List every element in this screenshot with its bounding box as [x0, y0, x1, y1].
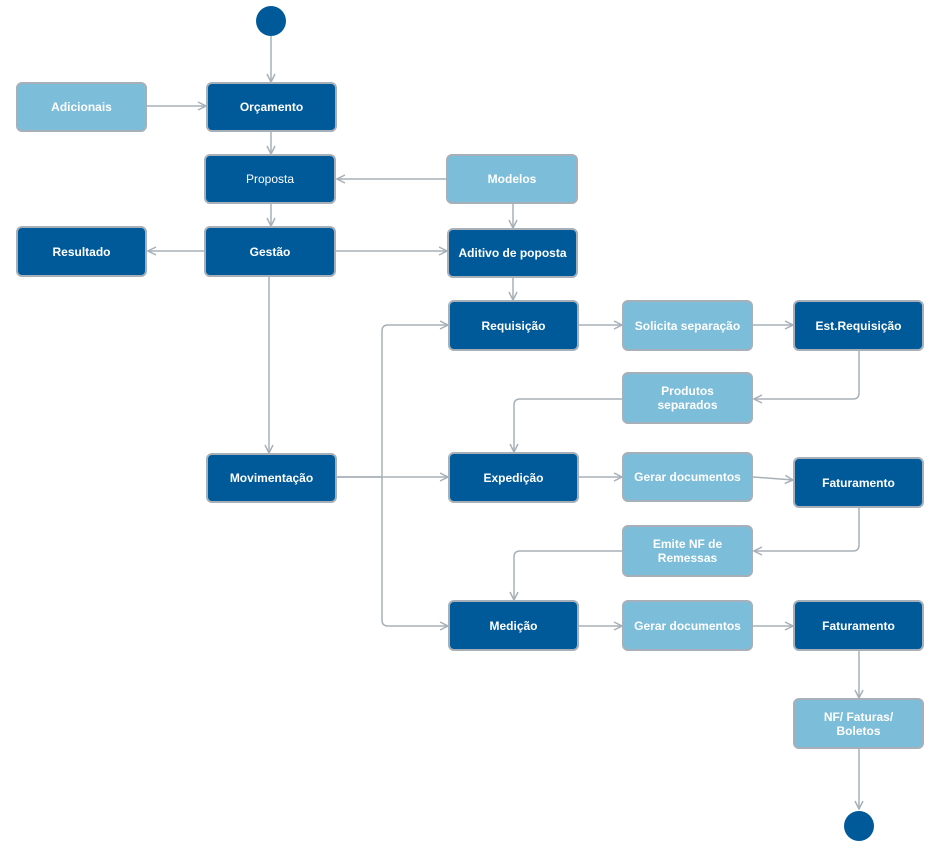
node-aditivo[interactable]: Aditivo de poposta	[447, 228, 578, 278]
node-solicita-separacao[interactable]: Solicita separação	[622, 300, 753, 351]
node-orcamento[interactable]: Orçamento	[206, 82, 337, 132]
start-node	[256, 6, 286, 36]
node-movimentacao[interactable]: Movimentação	[206, 453, 337, 503]
connector-movimentacao-requisicao	[337, 325, 448, 478]
end-node	[844, 811, 874, 841]
node-faturamento-1[interactable]: Faturamento	[793, 457, 924, 508]
node-expedicao[interactable]: Expedição	[448, 452, 579, 503]
connector-faturamento-emite	[754, 507, 860, 551]
node-medicao[interactable]: Medição	[448, 600, 579, 651]
node-gerar-documentos-1[interactable]: Gerar documentos	[622, 452, 753, 502]
connector-gerar-faturamento	[752, 477, 793, 480]
node-gestao[interactable]: Gestão	[204, 226, 336, 277]
connector-est-produtos	[754, 351, 860, 399]
node-resultado[interactable]: Resultado	[16, 226, 147, 277]
node-nf-faturas-boletos[interactable]: NF/ Faturas/ Boletos	[793, 698, 924, 749]
node-emite-nf[interactable]: Emite NF de Remessas	[622, 525, 753, 577]
node-adicionais[interactable]: Adicionais	[16, 82, 147, 132]
node-est-requisicao[interactable]: Est.Requisição	[793, 300, 924, 351]
connector-produtos-expedicao	[514, 398, 622, 452]
node-produtos-separados[interactable]: Produtos separados	[622, 372, 753, 424]
node-requisicao[interactable]: Requisição	[448, 300, 579, 351]
node-modelos[interactable]: Modelos	[446, 154, 578, 204]
node-proposta[interactable]: Proposta	[204, 154, 336, 204]
node-gerar-documentos-2[interactable]: Gerar documentos	[622, 600, 753, 651]
node-faturamento-2[interactable]: Faturamento	[793, 600, 924, 651]
connector-movimentacao-medicao	[381, 477, 448, 626]
connector-emite-medicao	[514, 550, 622, 600]
